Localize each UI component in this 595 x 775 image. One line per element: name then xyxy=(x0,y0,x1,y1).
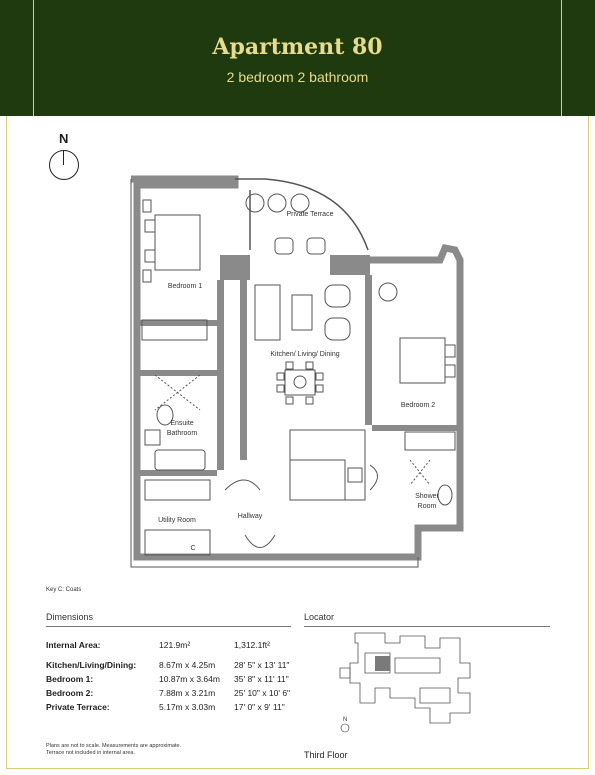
label-bedroom-1: Bedroom 1 xyxy=(168,283,202,290)
apartment-highlight xyxy=(375,656,390,671)
dimension-name: Bedroom 1: xyxy=(46,674,94,684)
dimension-name: Internal Area: xyxy=(46,640,101,650)
locator-title: Locator xyxy=(304,612,335,622)
plan-key: Key C: Coats xyxy=(46,587,82,593)
dimension-name: Bedroom 2: xyxy=(46,688,94,698)
bed-1 xyxy=(154,214,201,271)
dining-table xyxy=(284,369,316,396)
dimension-metric: 10.87m x 3.64m xyxy=(159,674,220,684)
dimension-metric: 121.9m² xyxy=(159,640,191,650)
floor-label: Third Floor xyxy=(304,750,348,760)
disclaimer: Plans are not to scale. Measurements are… xyxy=(46,743,181,757)
apartment-subtitle: 2 bedroom 2 bathroom xyxy=(226,69,369,85)
locator-north-label: N xyxy=(343,717,347,723)
dimensions-title: Dimensions xyxy=(46,612,94,622)
building-outline xyxy=(349,632,471,724)
label-ensuite-line1: Ensuite xyxy=(170,420,193,427)
dimension-name: Kitchen/Living/Dining: xyxy=(46,660,137,670)
label-ensuite-line2: Bathroom xyxy=(167,430,198,437)
kitchen-island xyxy=(289,429,366,501)
bathtub xyxy=(154,449,206,471)
label-utility-room: Utility Room xyxy=(158,517,196,524)
dimension-metric: 8.67m x 4.25m xyxy=(159,660,216,670)
label-hallway: Hallway xyxy=(238,513,263,520)
dimension-imperial: 1,312.1ft² xyxy=(234,640,270,650)
label-shower-line1: Shower xyxy=(415,493,439,500)
locator-map: N xyxy=(339,632,471,733)
compass-label: N xyxy=(59,131,69,146)
locator-north-icon xyxy=(340,723,350,733)
label-shower-line2: Room xyxy=(418,503,437,510)
apartment-title: Apartment 80 xyxy=(212,34,383,60)
disclaimer-line-2: Terrace not included in internal area. xyxy=(46,750,135,756)
page-frame xyxy=(6,0,589,769)
dimension-imperial: 35' 8" x 11' 11" xyxy=(234,674,289,684)
dimension-imperial: 17' 0" x 9' 11" xyxy=(234,702,285,712)
dimension-imperial: 25' 10" x 10' 6" xyxy=(234,688,291,698)
terrace-curve xyxy=(235,178,369,251)
sofa xyxy=(254,284,281,341)
label-private-terrace: Private Terrace xyxy=(287,211,334,218)
outer-wall xyxy=(131,175,464,561)
header-band xyxy=(0,0,595,116)
bed-2 xyxy=(399,337,446,384)
disclaimer-line-1: Plans are not to scale. Measurements are… xyxy=(46,743,182,749)
label-coats: C xyxy=(190,545,195,552)
label-kitchen-living-dining: Kitchen/ Living/ Dining xyxy=(270,351,339,358)
coffee-table xyxy=(291,294,313,331)
header-inner-border xyxy=(33,0,562,116)
dimension-name: Private Terrace: xyxy=(46,702,110,712)
label-bedroom-2: Bedroom 2 xyxy=(401,402,435,409)
compass-icon xyxy=(49,150,79,180)
locator-rule xyxy=(304,626,550,627)
dimension-imperial: 28' 5" x 13' 11" xyxy=(234,660,290,670)
dimensions-rule xyxy=(46,626,291,627)
compass-needle xyxy=(63,150,64,165)
floor-plan: Private Terrace Bedroom 1 Kitchen/ Livin… xyxy=(130,175,464,568)
dimension-metric: 7.88m x 3.21m xyxy=(159,688,216,698)
dimension-metric: 5.17m x 3.03m xyxy=(159,702,216,712)
